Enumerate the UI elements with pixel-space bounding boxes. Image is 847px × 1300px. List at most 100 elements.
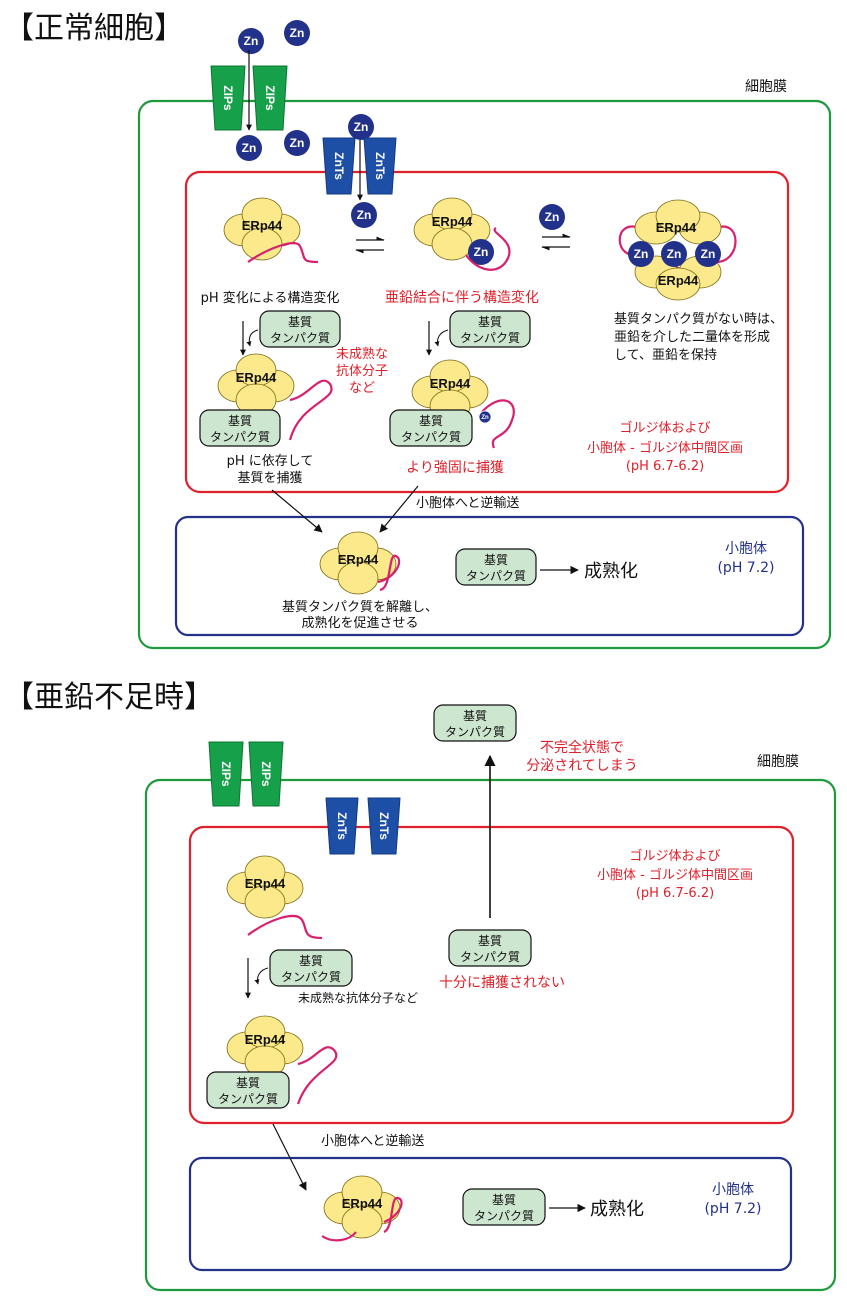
svg-text:ERp44: ERp44 [242,218,283,233]
ph-change-label: pH 変化による構造変化 [201,290,340,306]
zn-ion: Zn [628,241,654,267]
svg-text:ZnTs: ZnTs [373,152,387,180]
erp44-tail [465,227,511,271]
znts-channel: ZnTs [322,137,356,195]
zn-ion-small: Zn [478,410,492,424]
substrate-protein: 基質 タンパク質 [206,1071,290,1109]
svg-text:基質: 基質 [478,933,502,948]
svg-text:Zn: Zn [474,245,489,259]
substrate-protein: 基質 タンパク質 [448,929,532,967]
dimer-note: 基質タンパク質がない時は、 [614,312,783,327]
erp44-tail [481,399,515,449]
svg-text:Zn: Zn [242,141,257,155]
zn-ion: Zn [468,239,494,265]
svg-text:基質: 基質 [236,1075,260,1090]
retro-transport-label: 小胞体へと逆輸送 [416,495,519,511]
svg-text:ERp44: ERp44 [338,552,379,567]
svg-text:タンパク質: タンパク質 [460,330,520,345]
golgi-compartment-deficient [188,825,795,1125]
cell-membrane-normal [137,99,832,650]
zn-binding-label: 亜鉛結合に伴う構造変化 [385,289,539,306]
binding-arrow [254,967,269,985]
svg-text:ZIPs: ZIPs [259,761,273,787]
substrate-protein: 基質 タンパク質 [455,548,537,586]
release-label: 成熟化を促進させる [301,615,418,631]
normal-cell-title: 【正常細胞】 [4,11,184,46]
svg-text:ERp44: ERp44 [245,876,286,891]
svg-text:Zn: Zn [634,247,649,261]
svg-text:Zn: Zn [701,247,716,261]
zinc-deficient-title: 【亜鉛不足時】 [4,680,214,715]
svg-text:Zn: Zn [290,26,305,40]
svg-text:タンパク質: タンパク質 [466,568,526,583]
svg-text:タンパク質: タンパク質 [218,1091,278,1106]
erp44-protein: ERp44 [413,197,491,261]
golgi-label: 小胞体 - ゴルジ体中間区画 [597,867,753,883]
znts-channel: ZnTs [325,797,359,855]
svg-text:タンパク質: タンパク質 [281,969,341,984]
svg-text:基質: 基質 [463,708,487,723]
ph-capture-label: 基質を捕獲 [237,470,302,486]
svg-text:Zn: Zn [667,247,682,261]
maturation-label: 成熟化 [584,561,638,582]
substrate-protein: 基質 タンパク質 [433,704,517,742]
zips-channel: ZIPs [252,65,288,131]
svg-text:ZIPs: ZIPs [219,761,233,787]
zn-ion: Zn [351,202,377,228]
svg-text:ERp44: ERp44 [236,370,277,385]
substrate-protein: 基質 タンパク質 [449,310,531,348]
svg-text:ZnTs: ZnTs [377,812,391,840]
zn-ion: Zn [238,28,264,54]
erp44-tail [377,554,401,592]
svg-text:ERp44: ERp44 [658,273,699,288]
immature-antibody-label: 未成熟な [336,346,388,362]
erp44-tail [247,915,323,940]
zn-ion: Zn [284,130,310,156]
zips-channel: ZIPs [210,65,246,131]
svg-text:基質: 基質 [299,953,323,968]
svg-text:タンパク質: タンパク質 [270,330,330,345]
svg-text:基質: 基質 [288,314,312,329]
strong-capture-label: より強固に捕獲 [406,460,504,476]
svg-text:ZnTs: ZnTs [335,812,349,840]
erp44-tail [321,1196,403,1242]
golgi-label: 小胞体 - ゴルジ体中間区画 [587,440,743,456]
immature-antibody-label: など [349,381,375,396]
svg-text:基質: 基質 [228,413,252,428]
svg-text:ERp44: ERp44 [430,376,471,391]
substrate-protein: 基質 タンパク質 [269,949,353,987]
binding-arrow [434,329,449,347]
svg-text:基質: 基質 [492,1192,516,1207]
erp44-protein: ERp44 [217,353,295,417]
erp44-protein: ERp44 [319,531,397,595]
svg-text:ZnTs: ZnTs [332,152,346,180]
erp44-protein: ERp44 [223,197,301,261]
svg-text:ERp44: ERp44 [245,1032,286,1047]
retro-transport-arrow [379,485,419,533]
erp44-protein: ERp44 [323,1175,401,1239]
zn-ion: Zn [539,204,565,230]
svg-text:Zn: Zn [354,120,369,134]
er-label: (pH 7.2) [717,560,774,576]
svg-text:ZIPs: ZIPs [263,85,277,111]
immature-antibody-label: 抗体分子 [336,364,388,379]
dimer-note: して、亜鉛を保持 [614,348,717,363]
ph-capture-label: pH に依存して [227,454,314,469]
golgi-label: (pH 6.7-6.2) [636,886,714,901]
retro-transport-arrow [271,489,323,533]
zn-ion: Zn [661,241,687,267]
erp44-protein: ERp44 [226,855,304,919]
svg-text:タンパク質: タンパク質 [445,724,505,739]
membrane-label-normal: 細胞膜 [745,79,787,95]
erp44-tail [247,242,319,264]
membrane-label-deficient: 細胞膜 [757,754,799,770]
erp44-tail [296,1046,338,1105]
zn-ion: Zn [348,114,374,140]
erp44-protein: ERp44 [226,1015,304,1079]
substrate-protein: 基質 タンパク質 [462,1188,546,1226]
znts-channel: ZnTs [367,797,401,855]
not-captured-label: 十分に捕獲されない [439,975,565,991]
golgi-label: (pH 6.7-6.2) [626,459,704,474]
immature-antibody-label: 未成熟な抗体分子など [298,990,418,1005]
